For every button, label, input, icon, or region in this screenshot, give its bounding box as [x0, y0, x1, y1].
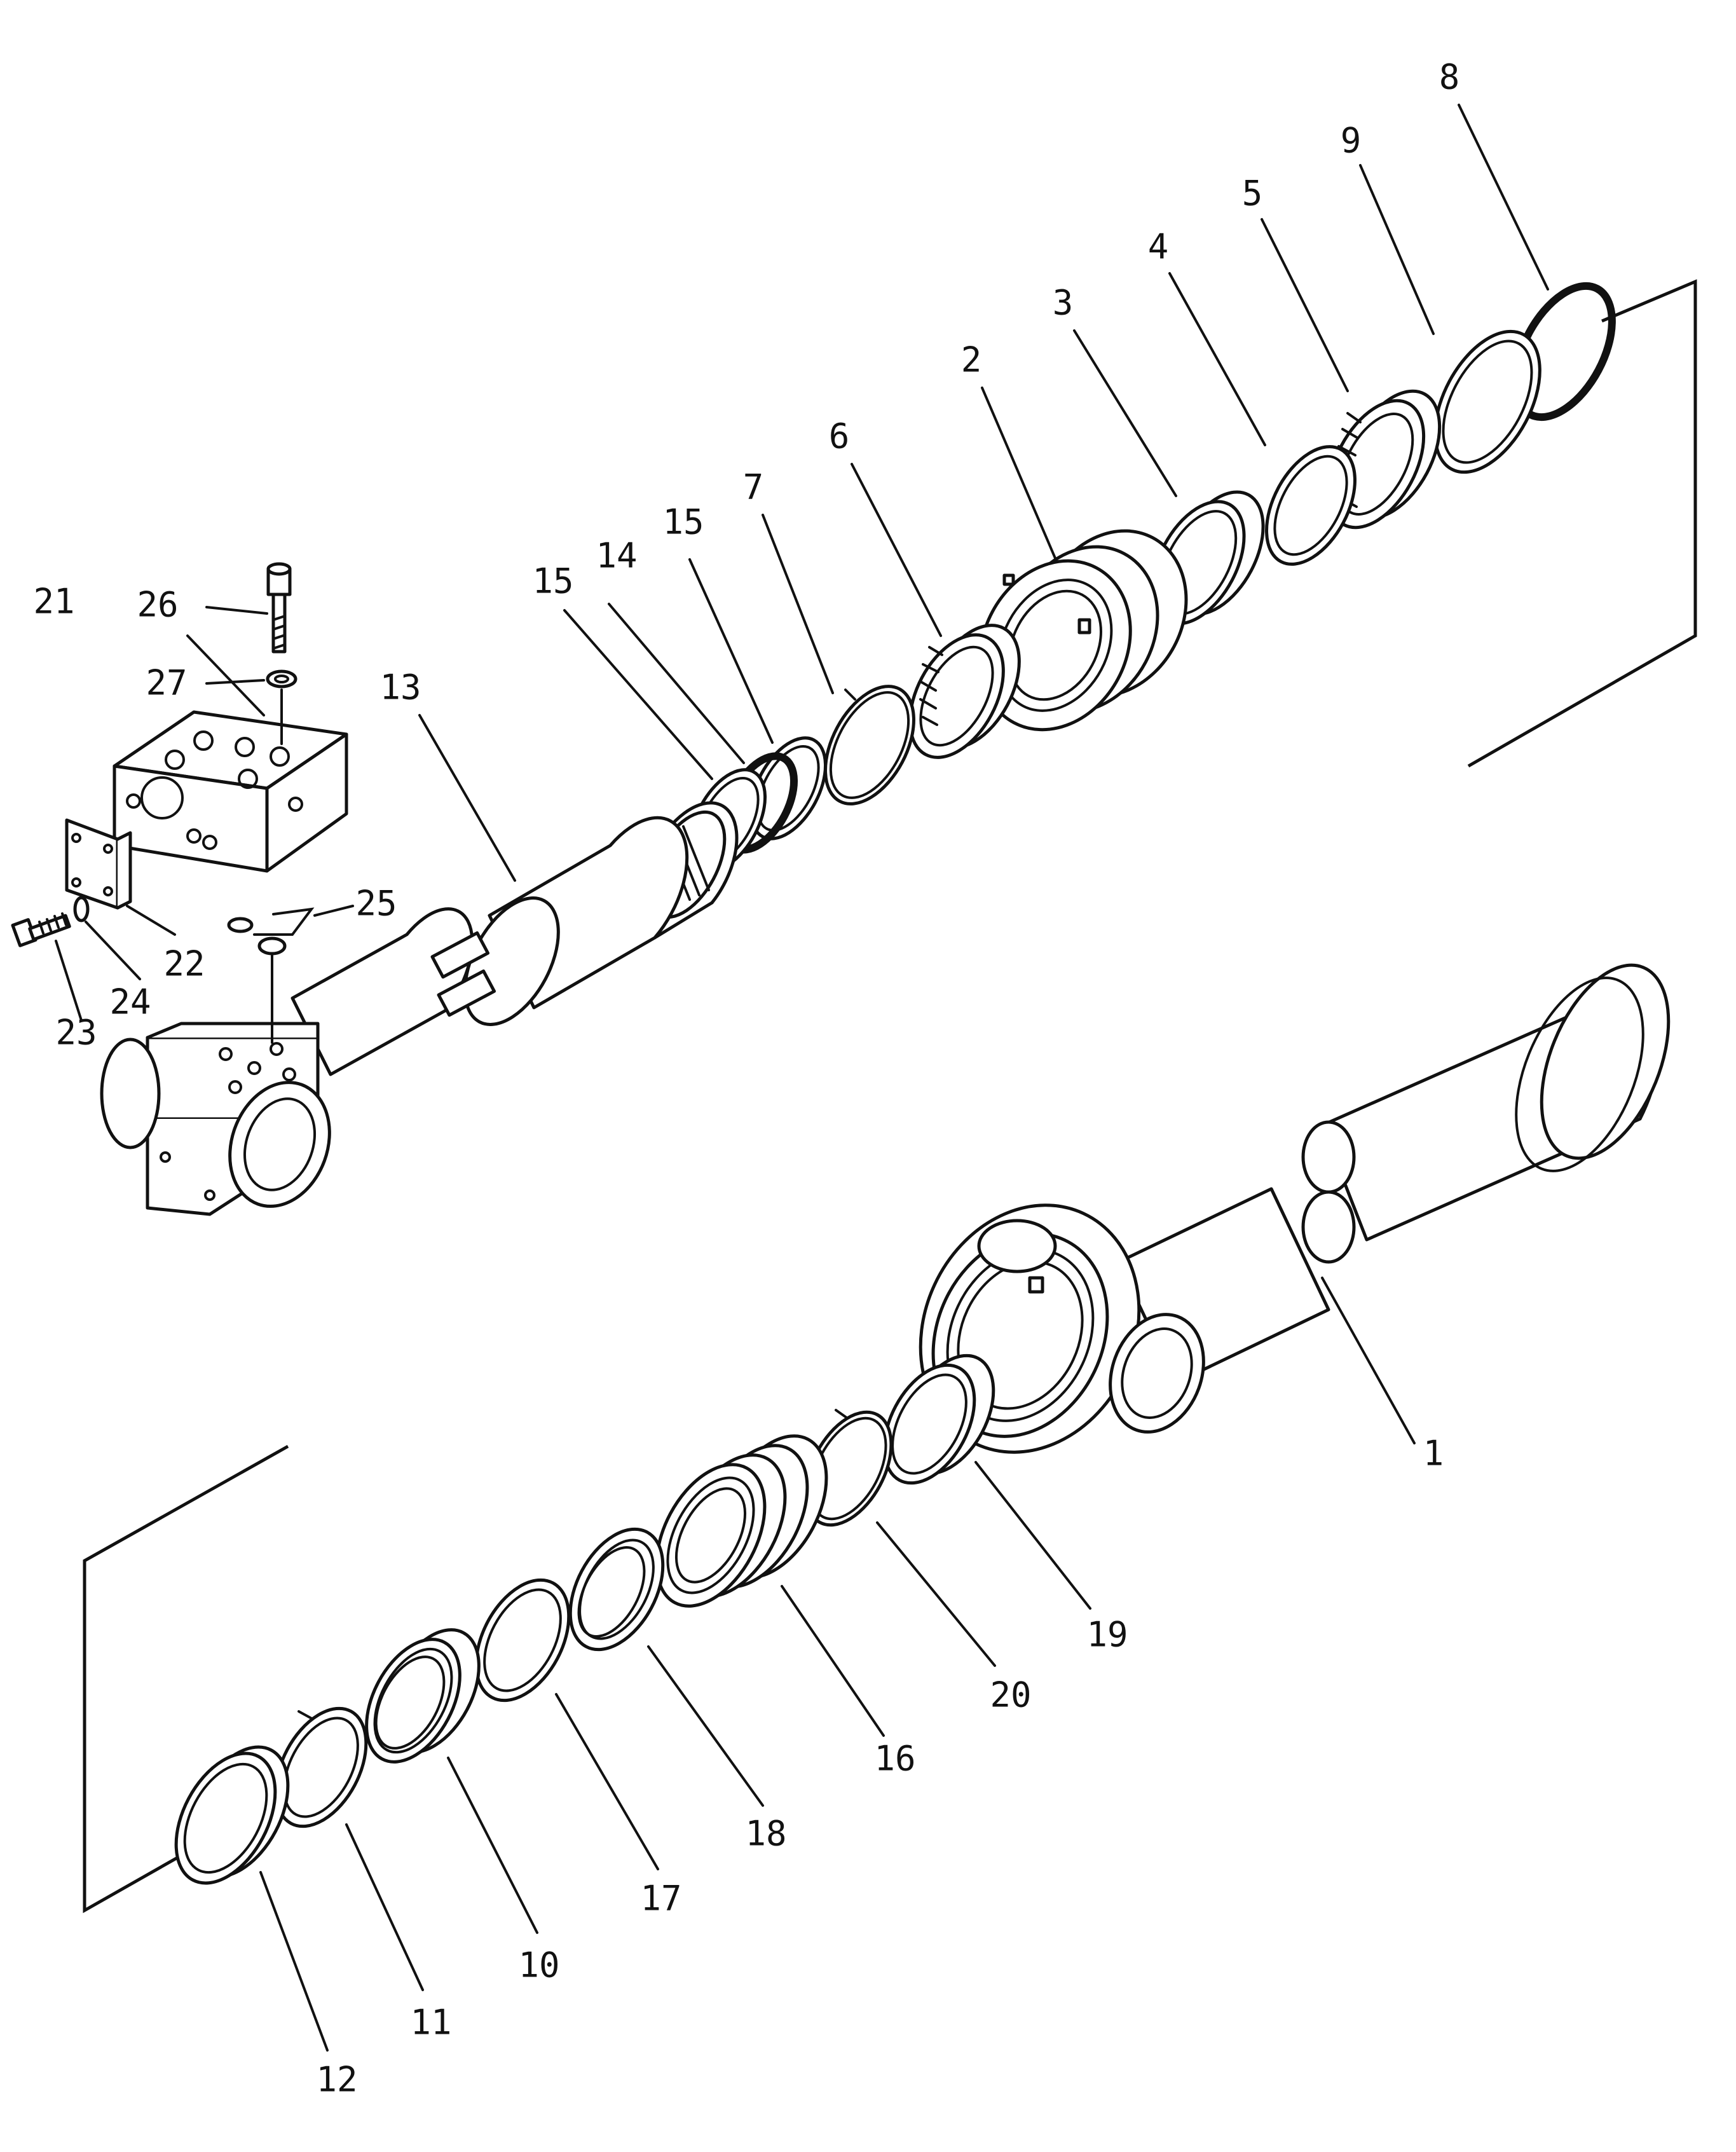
callout-4: 4	[1148, 227, 1169, 267]
callout-20: 20	[990, 1675, 1031, 1715]
callout-23: 23	[55, 1013, 97, 1053]
part-16-piston	[655, 1434, 828, 1608]
part-26-cap-screw	[266, 562, 292, 654]
callout-10: 10	[518, 1945, 559, 1985]
callout-22: 22	[163, 944, 205, 984]
callout-8: 8	[1439, 57, 1460, 97]
callout-13: 13	[379, 668, 421, 708]
part-6-bushing	[908, 624, 1021, 759]
part-10-bushing	[365, 1628, 481, 1764]
callout-1: 1	[1423, 1434, 1444, 1474]
callout-12: 12	[316, 2060, 357, 2100]
callout-21: 21	[33, 582, 74, 622]
lower-group-bracket	[83, 1444, 289, 1914]
part-22-plate	[65, 818, 132, 910]
callout-15-right: 15	[662, 502, 704, 542]
part-7-snap-ring	[824, 685, 915, 805]
callout-25: 25	[355, 884, 397, 924]
part-20-snap-ring	[804, 1409, 893, 1527]
callout-15-left: 15	[532, 561, 573, 601]
part-17-ring	[474, 1578, 571, 1703]
callout-26: 26	[137, 585, 178, 625]
part-25-o-rings	[227, 907, 315, 956]
callout-11: 11	[410, 2003, 451, 2043]
callout-19: 19	[1086, 1615, 1128, 1655]
callout-14: 14	[596, 536, 637, 576]
part-24-washer	[73, 896, 90, 922]
callout-7: 7	[743, 467, 764, 507]
part-12-ring	[174, 1745, 290, 1885]
part-21-valve-block	[113, 710, 348, 873]
part-19-bushing	[882, 1354, 995, 1485]
part-18-seal	[568, 1527, 665, 1652]
part-27-washer	[266, 669, 297, 689]
callout-24: 24	[109, 982, 151, 1022]
callout-5: 5	[1242, 174, 1263, 214]
callout-18: 18	[745, 1814, 786, 1854]
callout-16: 16	[874, 1739, 915, 1779]
callout-17: 17	[640, 1879, 681, 1919]
callout-2: 2	[961, 340, 982, 380]
part-13-piston-rod	[100, 801, 739, 1216]
part-11-ring	[274, 1706, 368, 1828]
part-15-ring-right	[749, 736, 828, 840]
part-4-ring	[1265, 445, 1357, 566]
callout-6: 6	[829, 416, 850, 456]
callout-9: 9	[1341, 121, 1362, 161]
callout-27: 27	[146, 663, 187, 703]
part-2-cylinder-head	[978, 529, 1188, 732]
part-9-ring	[1433, 329, 1541, 474]
upper-group-bracket	[1467, 279, 1697, 768]
part-23-bolt	[11, 912, 71, 947]
part-1-cylinder-tube	[919, 963, 1671, 1454]
callout-3: 3	[1053, 283, 1074, 323]
leader-lines	[55, 104, 1549, 2052]
